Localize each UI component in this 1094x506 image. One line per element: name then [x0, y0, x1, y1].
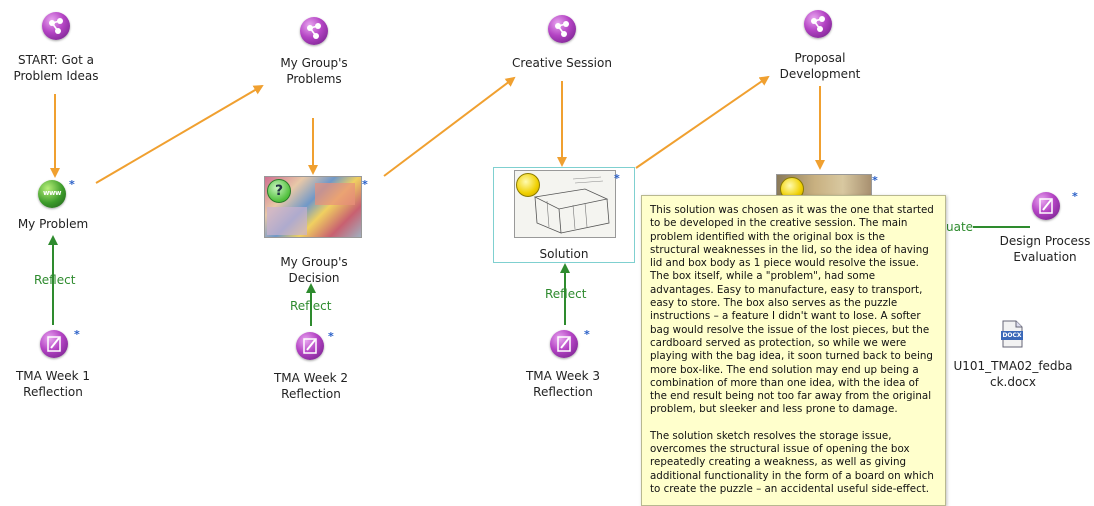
edge-label-reflect-week3[interactable]: Reflect — [545, 287, 587, 301]
node-my-groups-problems[interactable]: My Group's Problems — [258, 17, 370, 117]
node-tma-week3[interactable]: * TMA Week 3 Reflection — [510, 328, 616, 400]
node-docx-file[interactable]: DOCX U101_TMA02_fedba ck.docx — [950, 320, 1076, 390]
node-my-groups-decision[interactable]: ? * My Group's Decision — [256, 176, 372, 286]
node-solution-label: Solution — [539, 247, 589, 261]
node-creative-session-label: Creative Session — [512, 56, 612, 70]
node-design-process-evaluation[interactable]: * Design Process Evaluation — [996, 190, 1094, 266]
tooltip-paragraph-1: This solution was chosen as it was the o… — [650, 204, 934, 416]
node-tma-week1-label: TMA Week 1 Reflection — [15, 369, 91, 399]
node-tma-week3-label: TMA Week 3 Reflection — [525, 369, 601, 399]
arrow-solution-to-proposal — [635, 75, 770, 169]
node-creative-session[interactable]: Creative Session — [500, 15, 624, 79]
node-my-problem[interactable]: www * My Problem — [0, 178, 106, 234]
reflection-pencil-icon — [1032, 192, 1060, 220]
reflection-pencil-icon — [296, 332, 324, 360]
node-proposal-development-label: Proposal Development — [779, 51, 861, 81]
star-marker: * — [328, 330, 334, 343]
web-globe-icon: www — [38, 180, 66, 208]
tooltip-paragraph-2: The solution sketch resolves the storage… — [650, 429, 934, 495]
star-marker: * — [872, 174, 878, 187]
edge-label-evaluate[interactable]: uate — [946, 220, 974, 234]
node-tma-week2-label: TMA Week 2 Reflection — [273, 371, 349, 401]
node-start-label: START: Got a Problem Ideas — [13, 53, 99, 83]
node-proposal-next[interactable]: * — [770, 172, 880, 201]
star-marker: * — [614, 172, 620, 185]
node-description-tooltip: This solution was chosen as it was the o… — [641, 195, 946, 506]
star-marker: * — [362, 178, 368, 191]
question-icon: ? — [267, 179, 291, 203]
star-marker: * — [74, 328, 80, 341]
docx-file-icon: DOCX — [1000, 320, 1024, 348]
map-icon — [42, 12, 70, 40]
star-marker: * — [584, 328, 590, 341]
map-icon — [804, 10, 832, 38]
node-my-problem-label: My Problem — [17, 217, 89, 231]
star-marker: * — [1072, 190, 1078, 203]
docx-type-label: DOCX — [1002, 332, 1022, 339]
node-docx-file-label: U101_TMA02_fedba ck.docx — [953, 359, 1073, 389]
arrow-my-problem-to-groups-problems — [95, 84, 264, 184]
map-icon — [548, 15, 576, 43]
map-icon — [300, 17, 328, 45]
node-design-process-evaluation-label: Design Process Evaluation — [999, 234, 1091, 264]
node-my-groups-problems-label: My Group's Problems — [280, 56, 348, 86]
node-my-groups-decision-label: My Group's Decision — [280, 255, 348, 285]
star-marker: * — [69, 178, 75, 191]
node-proposal-development[interactable]: Proposal Development — [760, 10, 880, 86]
edge-label-reflect-week1[interactable]: Reflect — [34, 273, 76, 287]
reflection-pencil-icon — [40, 330, 68, 358]
node-tma-week1[interactable]: * TMA Week 1 Reflection — [0, 328, 106, 400]
arrow-decision-to-creative-session — [383, 76, 516, 177]
reflection-pencil-icon — [550, 330, 578, 358]
node-start[interactable]: START: Got a Problem Ideas — [0, 12, 112, 92]
idea-bulb-icon — [516, 173, 540, 197]
edge-label-reflect-week2[interactable]: Reflect — [290, 299, 332, 313]
node-solution[interactable]: * Solution — [493, 167, 635, 263]
node-tma-week2[interactable]: * TMA Week 2 Reflection — [258, 330, 364, 402]
